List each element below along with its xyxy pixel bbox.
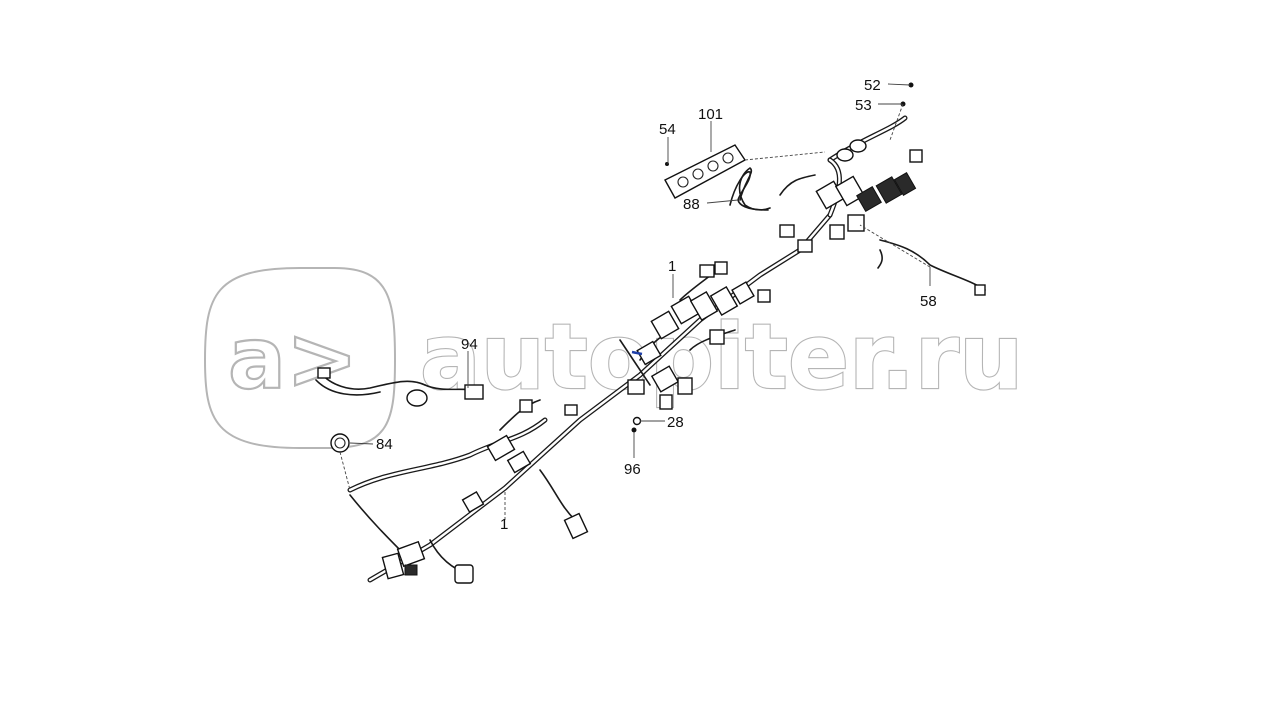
callout-1-bottom: 1 <box>500 516 508 533</box>
callout-1-top: 1 <box>668 258 676 275</box>
callout-52: 52 <box>864 77 881 94</box>
part-101-relay-bracket <box>664 144 747 199</box>
part-52-bolt <box>908 82 914 88</box>
watermark-logo-badge <box>203 267 397 449</box>
callout-101: 101 <box>698 106 723 123</box>
leader-lines <box>339 83 931 520</box>
watermark-site-text: autopiter.ru <box>420 305 1023 410</box>
callout-94: 94 <box>461 336 478 353</box>
part-84-grommet <box>330 433 350 453</box>
callout-54: 54 <box>659 121 676 138</box>
harness-trunk <box>347 115 908 583</box>
callout-58: 58 <box>920 293 937 310</box>
part-28-clip <box>631 416 642 433</box>
callout-53: 53 <box>855 97 872 114</box>
callout-96: 96 <box>624 461 641 478</box>
callout-88: 88 <box>683 196 700 213</box>
accent-mark <box>631 350 643 356</box>
connectors <box>317 139 986 584</box>
callout-28: 28 <box>667 414 684 431</box>
watermark: a> autopiter.ru <box>203 267 1024 449</box>
watermark-logo-text: a> <box>228 309 358 409</box>
part-88-wire <box>729 171 769 211</box>
callout-84: 84 <box>376 436 393 453</box>
callout-labels: 52 53 101 54 88 1 58 94 84 28 96 1 <box>376 77 937 533</box>
